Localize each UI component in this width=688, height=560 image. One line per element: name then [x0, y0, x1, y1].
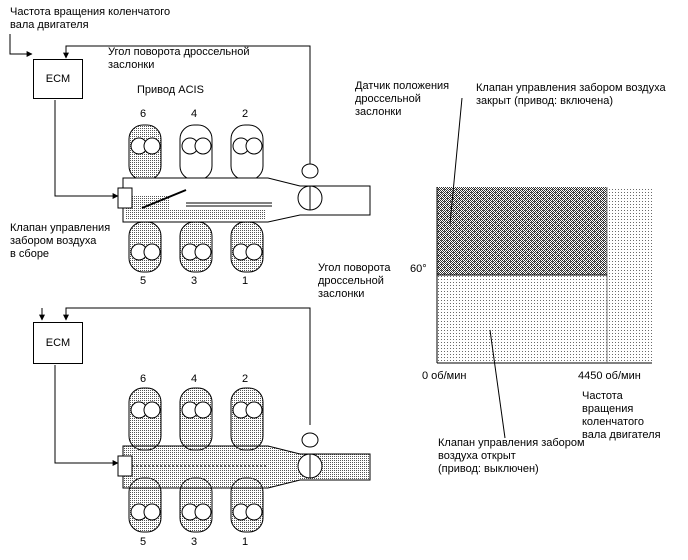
rpm-signal-wire: [9, 34, 33, 57]
intake-manifold-bottom: [117, 387, 371, 533]
closed-leader: [449, 97, 463, 225]
ecm-box-top: ECM: [33, 59, 83, 99]
top-intake-diagram: [9, 34, 371, 273]
b-cyl-top-6: 6: [140, 373, 147, 385]
acis-operation-chart: [436, 97, 652, 439]
tps-label: Датчик положения дроссельной заслонки: [355, 80, 450, 118]
cyl-bottom-1: 1: [242, 275, 249, 287]
b-cyl-top-2: 2: [242, 373, 249, 385]
acis-control-wire: [54, 100, 119, 199]
throttle-angle-label: Угол поворота дроссельной заслонки: [108, 46, 250, 71]
bottom-intake-diagram: [39, 307, 371, 533]
rpm-signal-label: Частота вращения коленчатого вала двигат…: [10, 6, 171, 31]
b-cyl-bottom-1: 1: [242, 536, 249, 548]
cyl-bottom-3: 3: [191, 275, 198, 287]
cyl-top-4: 4: [191, 108, 198, 120]
ecm-box-bottom: ECM: [33, 322, 83, 364]
bottom-throttle-wire: [63, 307, 311, 425]
b-cyl-bottom-5: 5: [140, 536, 147, 548]
x-tick-0: 0 об/мин: [422, 370, 467, 382]
acis-drive-label: Привод ACIS: [137, 84, 204, 96]
x-tick-4450: 4450 об/мин: [578, 370, 641, 382]
cyl-top-6: 6: [140, 108, 147, 120]
b-cyl-top-4: 4: [191, 373, 198, 385]
throttle-signal-wire: [63, 45, 311, 164]
intake-manifold-top: [117, 124, 371, 273]
closed-region: [437, 187, 607, 275]
b-cyl-bottom-3: 3: [191, 536, 198, 548]
cyl-top-2: 2: [242, 108, 249, 120]
bottom-acis-wire: [54, 365, 119, 466]
open-state-label: Клапан управления забором воздуха открыт…: [438, 437, 585, 475]
closed-state-label: Клапан управления забором воздуха закрыт…: [476, 82, 666, 107]
y-tick-60: 60°: [410, 263, 427, 275]
x-axis-label: Частота вращения коленчатого вала двигат…: [582, 390, 661, 441]
valve-assembly-label: Клапан управления забором воздуха в сбор…: [10, 222, 111, 260]
open-leader: [489, 329, 506, 439]
cyl-bottom-5: 5: [140, 275, 147, 287]
middle-throttle-label: Угол поворота дроссельной заслонки: [318, 262, 391, 300]
